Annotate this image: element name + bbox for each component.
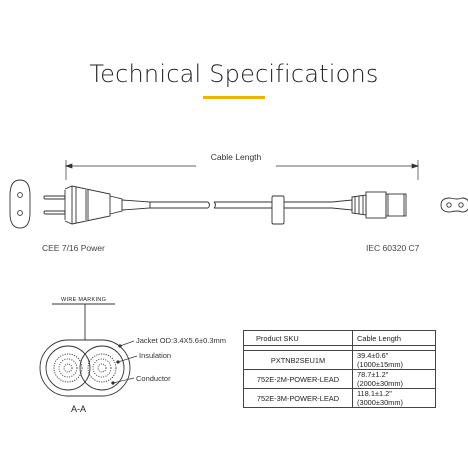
insulation-label: Insulation <box>139 351 172 360</box>
section-label: A-A <box>71 404 87 414</box>
table-header-length: Cable Length <box>352 330 436 346</box>
conductor-label: Conductor <box>136 374 171 383</box>
power-cable <box>150 195 332 225</box>
cee-plug-label: CEE 7/16 Power <box>42 243 105 253</box>
table-header-row: Product SKU Cable Length <box>243 330 436 346</box>
cee-plug-face-icon <box>9 179 31 229</box>
table-header-sku: Product SKU <box>243 330 353 346</box>
spec-table: Product SKU Cable Length PXTNB2SEU1M 39.… <box>243 330 436 408</box>
table-cell-length: 118.1±1.2" (3000±30mm) <box>352 388 436 408</box>
c7-connector-face-icon <box>440 197 468 213</box>
cable-length-label: Cable Length <box>210 152 262 162</box>
table-cell-sku: 752E-3M-POWER-LEAD <box>243 388 353 408</box>
page-title: Technical Specifications <box>89 60 379 88</box>
table-row: 752E-3M-POWER-LEAD 118.1±1.2" (3000±30mm… <box>243 388 436 408</box>
c7-connector-side-icon <box>331 191 407 219</box>
cee-plug-side-icon <box>43 185 151 225</box>
cable-length-dimension <box>64 160 420 180</box>
table-row: PXTNB2SEU1M 39.4±0.6" (1000±15mm) <box>243 350 436 370</box>
jacket-label: Jacket OD:3.4X5.6±0.3mm <box>136 336 226 345</box>
title-accent-underline <box>203 96 265 99</box>
cross-section-leaders <box>111 340 138 385</box>
table-cell-length: 78.7±1.2" (2000±30mm) <box>352 369 436 389</box>
table-cell-sku: PXTNB2SEU1M <box>243 350 353 370</box>
table-cell-length: 39.4±0.6" (1000±15mm) <box>352 350 436 370</box>
table-row: 752E-2M-POWER-LEAD 78.7±1.2" (2000±30mm) <box>243 369 436 389</box>
table-cell-sku: 752E-2M-POWER-LEAD <box>243 369 353 389</box>
wire-marking-label: WIRE MARKING <box>61 297 107 303</box>
cable-cross-section-icon <box>39 303 131 397</box>
c7-connector-label: IEC 60320 C7 <box>366 243 420 253</box>
